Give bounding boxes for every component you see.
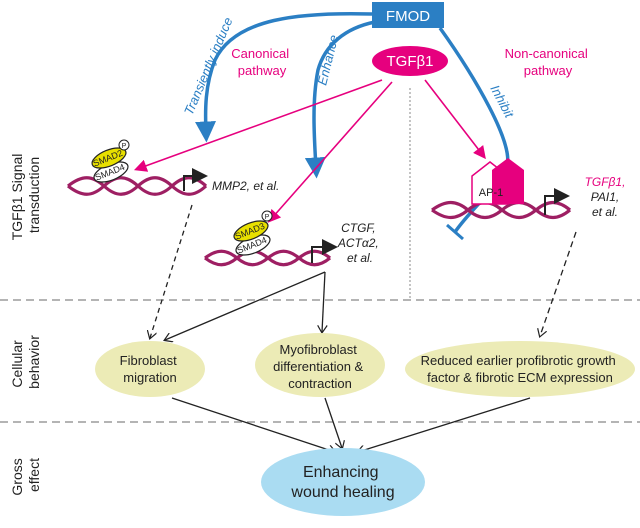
tgfb1-node <box>372 46 448 76</box>
label-transiently-induce: Transiently induce <box>181 15 236 117</box>
edge-tgfb1-smad2 <box>133 79 383 172</box>
edge-enhance <box>304 20 376 179</box>
row-label-cellular: Cellular behavior <box>9 335 42 389</box>
gene-etal: et al. <box>592 205 618 219</box>
label-canonical-pathway: Canonical pathway <box>231 46 292 78</box>
behavior-reduced-profibrotic-label: Reduced earlier profibrotic growth facto… <box>421 353 620 385</box>
label-noncanonical-pathway: Non-canonical pathway <box>505 46 592 78</box>
behavior-myofibroblast-label: Myofibroblast differentiation & contract… <box>273 342 367 391</box>
gene-mmp2: MMP2, et al. <box>212 179 279 193</box>
behavior-fibroblast-migration <box>95 341 205 397</box>
edge-myofibroblast-healing <box>324 397 342 448</box>
edge-tgfb1-ap1 <box>424 79 486 160</box>
phospho-label-2: P <box>265 214 270 221</box>
inhibit-bar <box>446 223 464 241</box>
edge-migration-healing <box>171 397 335 452</box>
smad2-node <box>91 147 127 169</box>
gross-effect-label: Enhancing wound healing <box>290 464 394 501</box>
behavior-myofibroblast <box>255 333 385 397</box>
dna-strand-ap1 <box>431 200 572 220</box>
edge-reduced-healing <box>358 397 531 452</box>
promoter-arrow-tgfb1 <box>544 188 570 215</box>
behavior-fibroblast-migration-label: Fibroblast migration <box>120 353 181 385</box>
gene-ctgf: CTGF, ACTα2, et al. <box>337 221 382 265</box>
dna-strand-smad3 <box>204 249 332 267</box>
fmod-node <box>372 2 444 28</box>
fmod-label: FMOD <box>386 8 430 25</box>
ap1-label: AP-1 <box>479 187 503 199</box>
edge-mmp2-migration <box>150 204 193 338</box>
smad3-node <box>233 220 269 242</box>
edge-ctgf-migration <box>165 271 326 340</box>
behavior-reduced-profibrotic <box>405 341 635 397</box>
gene-tgfb1: TGFβ1, <box>585 175 626 189</box>
row-label-gross: Gross effect <box>9 454 42 495</box>
phospho-label-1: P <box>122 143 127 150</box>
phospho-node-2 <box>261 210 273 222</box>
row-label-signal: TGFβ1 Signal transduction <box>9 150 42 241</box>
gene-pai1: PAI1, <box>591 190 619 204</box>
edge-transiently-induce <box>195 11 373 143</box>
phospho-node-1 <box>118 139 130 151</box>
edge-tgfb1-smad3 <box>267 81 393 223</box>
promoter-arrow-ctgf <box>311 239 338 263</box>
ap1-partner <box>492 158 524 204</box>
label-enhance: Enhance <box>314 33 341 86</box>
tgfb1-label: TGFβ1 <box>387 53 434 70</box>
dna-strand-smad2 <box>67 176 208 196</box>
edge-ctgf-myofibroblast <box>322 271 325 332</box>
edge-ap1-reduced <box>540 231 577 336</box>
gross-effect-wound-healing <box>261 448 425 516</box>
promoter-arrow-mmp2 <box>183 168 208 191</box>
